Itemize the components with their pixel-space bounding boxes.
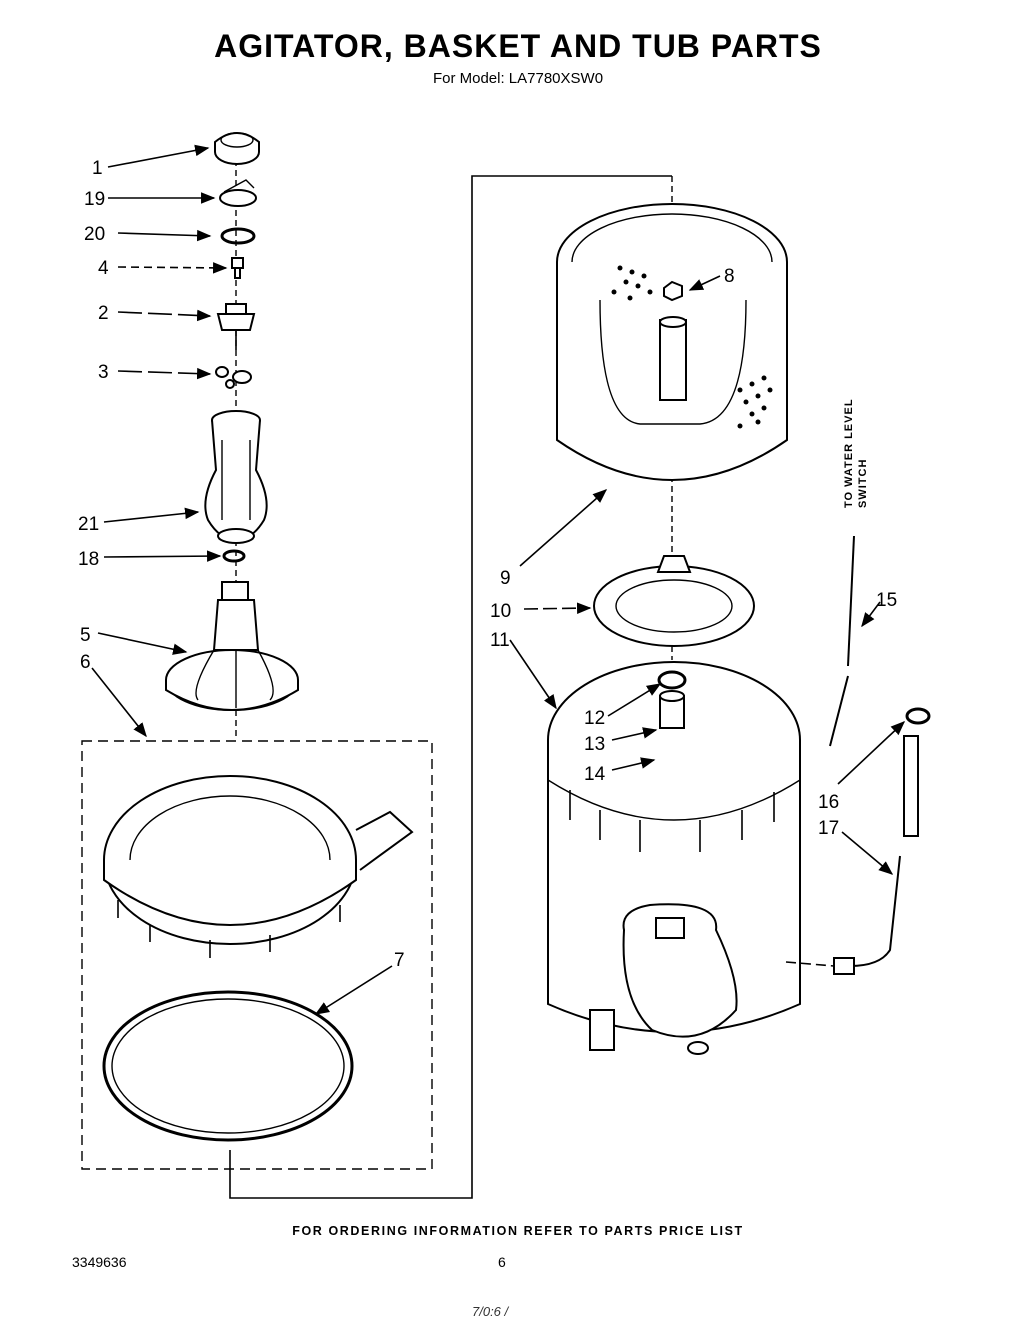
part-6-tub-ring: [103, 775, 414, 958]
label-part-8: 8: [724, 266, 735, 287]
label-part-10: 10: [490, 601, 511, 622]
connector-line: [229, 175, 672, 1199]
part-13-seal-assembly: [659, 690, 685, 729]
leader-lines: [91, 144, 906, 1015]
label-part-21: 21: [78, 514, 99, 535]
part-7-gasket: [102, 990, 354, 1142]
label-part-13: 13: [584, 734, 605, 755]
part-19-cap-insert: [219, 179, 257, 207]
part-3-dogs: [215, 366, 252, 389]
page-number: 6: [498, 1254, 506, 1270]
label-part-16: 16: [818, 792, 839, 813]
part-1-agitator-cap: [214, 132, 260, 165]
page-title: AGITATOR, BASKET AND TUB PARTS: [214, 28, 822, 64]
label-part-6: 6: [80, 652, 91, 673]
part-9-basket: [556, 203, 788, 481]
part-18-seal: [222, 549, 246, 563]
tub-ring-group-box: [81, 740, 433, 1170]
label-part-18: 18: [78, 549, 99, 570]
document-number: 3349636: [72, 1254, 127, 1270]
label-part-15: 15: [876, 590, 897, 611]
part-4-bolt: [231, 257, 244, 279]
part-15-hose: [829, 535, 855, 747]
label-part-4: 4: [98, 258, 109, 279]
label-part-20: 20: [84, 224, 105, 245]
label-part-14: 14: [584, 764, 606, 785]
part-16-clamp: [905, 707, 931, 725]
water-level-line-2: SWITCH: [857, 459, 869, 508]
agitator-stack: [165, 132, 299, 740]
part-11-tub: [547, 661, 801, 1055]
label-part-17: 17: [818, 818, 839, 839]
label-part-9: 9: [500, 568, 511, 589]
handwritten-mark: 7/0:6 /: [472, 1304, 509, 1319]
label-part-1: 1: [92, 158, 103, 179]
part-21-agitator-barrel: [204, 410, 268, 544]
water-level-switch-label: TO WATER LEVEL SWITCH: [843, 398, 869, 508]
basket-perforations: [611, 265, 773, 429]
label-part-19: 19: [84, 189, 105, 210]
part-8-nut: [663, 280, 683, 302]
label-part-11: 11: [490, 630, 510, 651]
part-10-hub-ring: [593, 555, 755, 647]
model-subtitle: For Model: LA7780XSW0: [432, 70, 604, 87]
label-part-12: 12: [584, 708, 605, 729]
part-2-dog-cam: [216, 303, 256, 350]
part-17-hose: [833, 735, 919, 975]
label-part-5: 5: [80, 625, 91, 646]
ordering-info-note: FOR ORDERING INFORMATION REFER TO PARTS …: [292, 1224, 744, 1238]
part-5-agitator-base: [165, 581, 299, 711]
label-part-2: 2: [98, 303, 109, 324]
label-part-7: 7: [394, 950, 405, 971]
part-20-ring: [220, 227, 256, 245]
water-level-line-1: TO WATER LEVEL: [843, 398, 855, 508]
part-12-retaining-ring: [657, 670, 687, 690]
label-part-3: 3: [98, 362, 109, 383]
